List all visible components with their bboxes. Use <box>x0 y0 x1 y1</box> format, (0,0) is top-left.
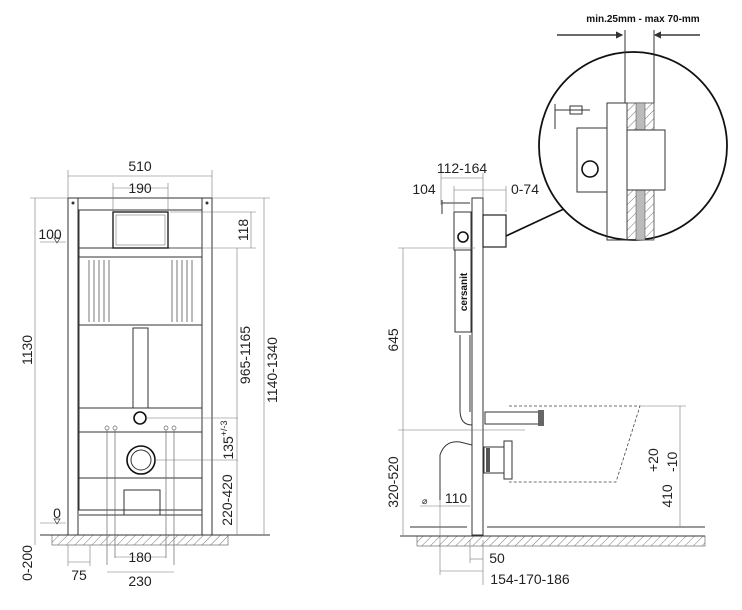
wall-detail-callout: min.25mm - max 70-mm <box>505 14 728 241</box>
flush-plate-side <box>482 214 507 248</box>
frame-front <box>67 197 213 536</box>
dim-410-tol-minus: -10 <box>664 452 680 472</box>
dim-510: 510 <box>128 158 152 174</box>
level-marker-icon <box>53 518 61 525</box>
brand-label: cersanit <box>459 272 470 311</box>
dim-0: 0 <box>53 505 61 521</box>
dim-100: 100 <box>38 226 62 242</box>
frame-side <box>471 197 484 536</box>
drain-elbow <box>439 441 473 500</box>
dim-220-420: 220-420 <box>219 474 235 526</box>
dim-0-74: 0-74 <box>511 181 539 197</box>
flush-plate <box>112 211 169 249</box>
inlet-pipe <box>484 411 541 425</box>
cistern-top <box>453 211 472 251</box>
front-view: 510 190 118 1130 100 0 965-1165 1140-134… <box>19 158 280 589</box>
dim-230: 230 <box>128 573 152 589</box>
flush-pipe <box>459 335 473 426</box>
dim-112-164: 112-164 <box>437 160 488 176</box>
dim-135: 135+/-3 <box>219 420 236 459</box>
cistern-body <box>454 249 472 333</box>
fixing-bracket <box>441 200 470 214</box>
dim-75: 75 <box>71 567 87 583</box>
dim-1140-1340: 1140-1340 <box>264 337 280 403</box>
floor-hatch-front <box>51 534 229 546</box>
dim-320-520: 320-520 <box>385 456 401 508</box>
mounting-bolts <box>104 425 177 565</box>
dim-0-200: 0-200 <box>19 545 35 581</box>
dim-190: 190 <box>128 180 152 196</box>
dim-410: 410 <box>659 484 675 508</box>
toilet-bowl-outline <box>509 405 641 483</box>
dim-104: 104 <box>412 181 436 197</box>
level-marker-icon <box>53 237 61 244</box>
dim-180: 180 <box>128 549 152 565</box>
dim-645: 645 <box>385 328 401 352</box>
wall-thickness-label: min.25mm - max 70-mm <box>586 14 699 25</box>
dim-965-1165: 965-1165 <box>237 326 253 384</box>
dim-50: 50 <box>489 550 505 566</box>
dim-118: 118 <box>235 219 251 242</box>
diameter-symbol: ⌀ <box>422 496 428 506</box>
dim-410-tol-plus: +20 <box>645 448 661 472</box>
side-view: cersanit 112-164 104 0-74 645 320-520 ⌀ … <box>385 160 706 587</box>
dim-1130: 1130 <box>19 335 35 365</box>
floor-hatch-side <box>416 535 706 547</box>
dim-154-170-186: 154-170-186 <box>490 571 570 587</box>
water-inlet-connection <box>133 411 147 425</box>
dim-110: 110 <box>445 490 468 506</box>
